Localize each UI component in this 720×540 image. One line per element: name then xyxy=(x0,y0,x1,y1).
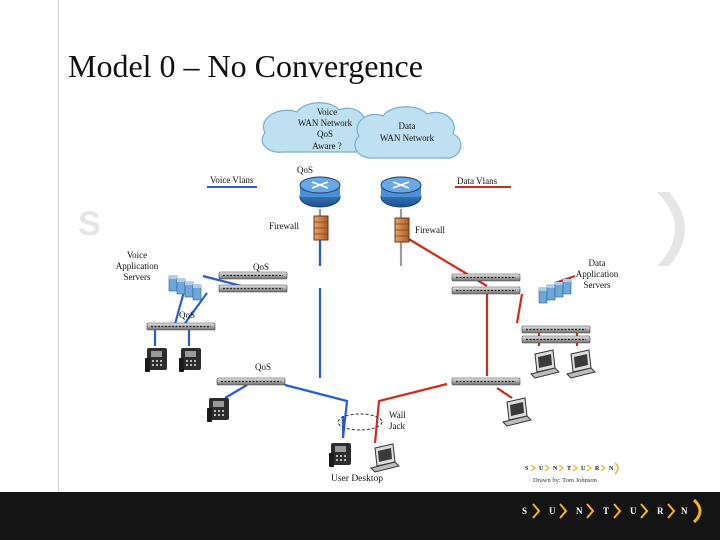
wall-jack: Wall Jack xyxy=(337,410,406,431)
voice-servers-label-3: Servers xyxy=(124,272,151,282)
voice-servers-label-2: Application xyxy=(116,261,159,271)
network-diagram: Voice WAN Network QoS Aware ? Data WAN N… xyxy=(107,98,631,486)
ip-phone-3 xyxy=(207,398,229,422)
qos-router-label: QoS xyxy=(297,165,313,175)
slide-title: Model 0 – No Convergence xyxy=(68,48,423,84)
diagram-logo-u2: U xyxy=(581,466,586,472)
footer-logo: S U N T U R N xyxy=(522,498,702,524)
laptop-desktop xyxy=(370,443,400,473)
laptop-3 xyxy=(502,397,532,427)
diagram-logo-u: U xyxy=(539,466,544,472)
footer-letter-r: R xyxy=(657,506,664,516)
slide-left-rule xyxy=(58,0,59,492)
ip-phone-1 xyxy=(145,348,167,372)
data-access-switch-mid xyxy=(451,377,521,386)
data-vlans-label: Data Vlans xyxy=(457,176,498,186)
voice-cloud-line-2: WAN Network xyxy=(298,118,353,128)
qos-switch-top-label: QoS xyxy=(253,262,269,272)
diagram-logo-n1: N xyxy=(553,466,558,472)
diagram-logo-r: R xyxy=(595,466,600,472)
voice-router: QoS xyxy=(297,165,341,208)
data-servers-label-2: Application xyxy=(576,269,619,279)
voice-access-switch-mid: QoS xyxy=(216,362,286,386)
diagram-logo-t: T xyxy=(567,466,571,472)
footer-bar xyxy=(0,492,720,540)
voice-cloud-line-4: Aware ? xyxy=(312,141,341,151)
wall-jack-label-1: Wall xyxy=(389,410,406,420)
firewall-right-label: Firewall xyxy=(415,225,445,235)
footer-letter-u: U xyxy=(549,506,556,516)
data-wan-cloud: Data WAN Network xyxy=(354,106,462,159)
right-firewall: Firewall xyxy=(394,217,445,243)
watermark-left: S xyxy=(78,205,101,243)
diagram-logo: S U N T U R N xyxy=(525,462,619,475)
diagram-credit: Drawn by: Tom Johnson xyxy=(533,477,598,484)
voice-access-switch-left: QoS xyxy=(146,310,216,331)
wall-jack-label-2: Jack xyxy=(389,421,405,431)
voice-wan-cloud: Voice WAN Network QoS Aware ? xyxy=(261,102,371,153)
data-servers-label-3: Servers xyxy=(584,280,611,290)
voice-application-servers: Voice Application Servers xyxy=(116,250,202,301)
laptop-1 xyxy=(530,349,560,379)
footer-letter-u2: U xyxy=(630,506,637,516)
qos-switch-mid-label: QoS xyxy=(255,362,271,372)
diagram-logo-s: S xyxy=(525,466,529,472)
voice-servers-label-1: Voice xyxy=(127,250,147,260)
voice-core-switch: QoS xyxy=(218,262,288,293)
footer-letter-n: N xyxy=(576,506,583,516)
user-desktop-label: User Desktop xyxy=(331,474,383,484)
ip-phone-2 xyxy=(179,348,201,372)
laptop-2 xyxy=(566,349,596,379)
data-core-switch xyxy=(451,273,521,295)
data-access-switch-right xyxy=(521,325,591,344)
data-cloud-line-1: Data xyxy=(399,121,416,131)
footer-letter-n2: N xyxy=(681,506,688,516)
firewall-left-label: Firewall xyxy=(269,221,299,231)
voice-cloud-line-3: QoS xyxy=(317,129,333,139)
footer-letter-t: T xyxy=(603,506,609,516)
watermark-arc xyxy=(657,192,685,266)
data-cloud-line-2: WAN Network xyxy=(380,133,435,143)
voice-cloud-line-1: Voice xyxy=(317,107,337,117)
footer-letter-s: S xyxy=(522,506,527,516)
data-application-servers: Data Application Servers xyxy=(538,258,619,304)
diagram-logo-n2: N xyxy=(609,466,614,472)
data-servers-label-1: Data xyxy=(589,258,606,268)
left-firewall: Firewall xyxy=(269,215,329,241)
qos-switch-left-label: QoS xyxy=(179,310,195,320)
ip-phone-desktop xyxy=(329,443,351,467)
data-router xyxy=(380,176,422,208)
voice-vlans-label: Voice Vlans xyxy=(210,175,254,185)
